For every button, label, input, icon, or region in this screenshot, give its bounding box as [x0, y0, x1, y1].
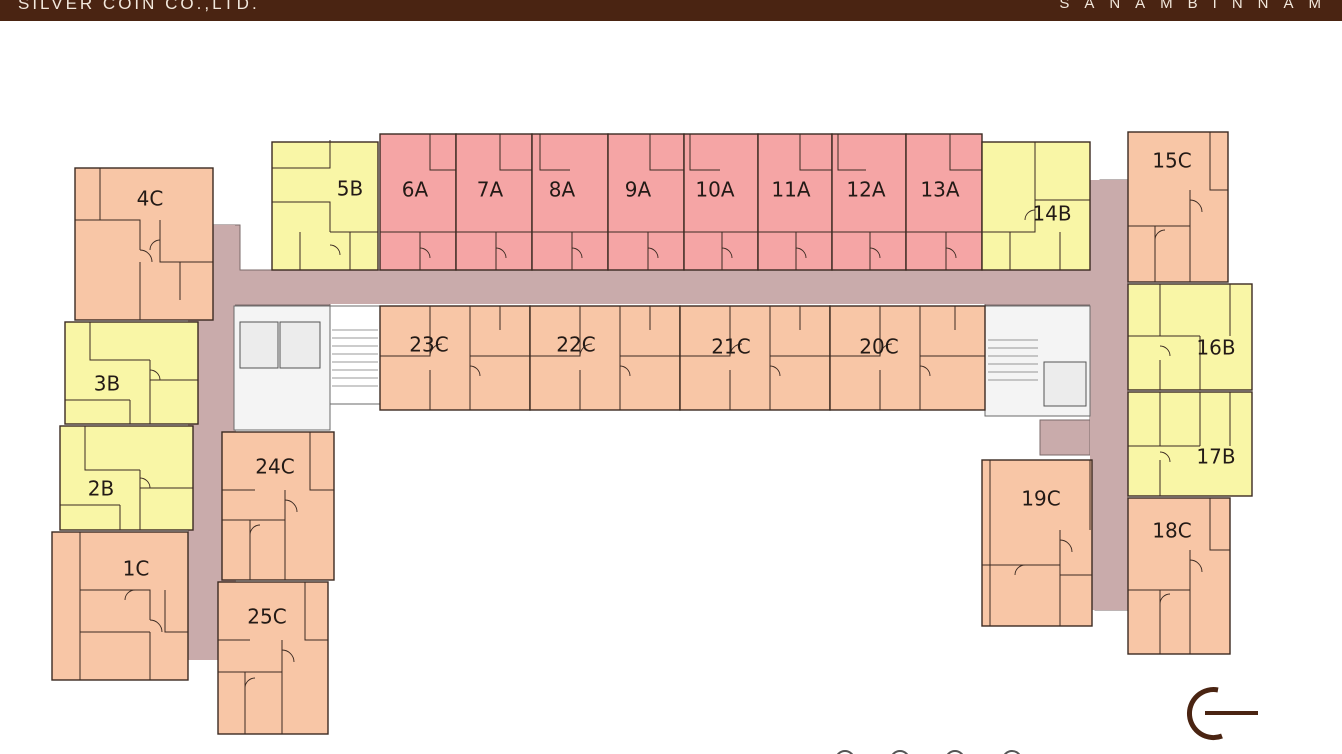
svg-text:22C: 22C — [556, 333, 595, 357]
svg-text:21C: 21C — [711, 335, 750, 359]
unit-3B[interactable]: 3B — [64, 321, 199, 425]
svg-text:25C: 25C — [247, 605, 286, 629]
unit-17B[interactable]: 17B — [1127, 391, 1253, 497]
svg-text:13A: 13A — [920, 178, 959, 202]
svg-text:24C: 24C — [255, 455, 294, 479]
unit-18C[interactable]: 18C — [1127, 497, 1231, 655]
svg-text:7A: 7A — [477, 178, 504, 202]
unit-13A[interactable]: 13A — [905, 133, 983, 271]
unit-9A[interactable]: 9A — [607, 133, 685, 271]
svg-text:11A: 11A — [771, 178, 810, 202]
svg-text:10A: 10A — [695, 178, 734, 202]
unit-12A[interactable]: 12A — [831, 133, 907, 271]
unit-6A[interactable]: 6A — [379, 133, 457, 271]
unit-8A[interactable]: 8A — [531, 133, 609, 271]
project-name: SANAMBINNAM — [1059, 0, 1336, 12]
header-bar: SILVER COIN CO.,LTD. SANAMBINNAM — [0, 0, 1342, 21]
unit-25C[interactable]: 25C — [217, 581, 329, 735]
unit-5B[interactable]: 5B — [271, 140, 379, 271]
unit-15C[interactable]: 15C — [1127, 131, 1229, 283]
svg-text:6A: 6A — [402, 178, 429, 202]
svg-text:2B: 2B — [88, 477, 114, 501]
svg-text:12A: 12A — [846, 178, 885, 202]
svg-text:5B: 5B — [337, 177, 363, 201]
unit-19C[interactable]: 19C — [981, 459, 1093, 627]
core-left — [233, 305, 381, 431]
svg-text:18C: 18C — [1152, 519, 1191, 543]
svg-text:9A: 9A — [625, 178, 652, 202]
unit-16B[interactable]: 16B — [1127, 283, 1253, 391]
unit-22C[interactable]: 22C — [529, 305, 681, 411]
svg-text:3B: 3B — [94, 372, 120, 396]
unit-2B[interactable]: 2B — [59, 425, 194, 531]
svg-text:19C: 19C — [1021, 487, 1060, 511]
svg-text:16B: 16B — [1196, 336, 1235, 360]
svg-text:15C: 15C — [1152, 149, 1191, 173]
company-name: SILVER COIN CO.,LTD. — [18, 0, 260, 13]
unit-10A[interactable]: 10A — [683, 133, 759, 271]
svg-text:8A: 8A — [549, 178, 576, 202]
unit-1C[interactable]: 1C — [51, 531, 189, 681]
unit-7A[interactable]: 7A — [455, 133, 533, 271]
unit-14B[interactable]: 14B — [981, 141, 1091, 271]
svg-text:20C: 20C — [859, 335, 898, 359]
svg-text:1C: 1C — [123, 557, 150, 581]
decorative-circles — [837, 750, 1020, 754]
core-right — [984, 305, 1091, 417]
unit-11A[interactable]: 11A — [757, 133, 833, 271]
unit-21C[interactable]: 21C — [679, 305, 831, 411]
unit-20C[interactable]: 20C — [829, 305, 986, 411]
unit-23C[interactable]: 23C — [379, 305, 531, 411]
svg-text:14B: 14B — [1032, 202, 1071, 226]
company-logo-icon — [1187, 687, 1258, 741]
svg-text:17B: 17B — [1196, 445, 1235, 469]
svg-text:23C: 23C — [409, 333, 448, 357]
svg-text:4C: 4C — [137, 187, 164, 211]
unit-24C[interactable]: 24C — [221, 431, 335, 581]
unit-4C[interactable]: 4C — [74, 167, 214, 321]
